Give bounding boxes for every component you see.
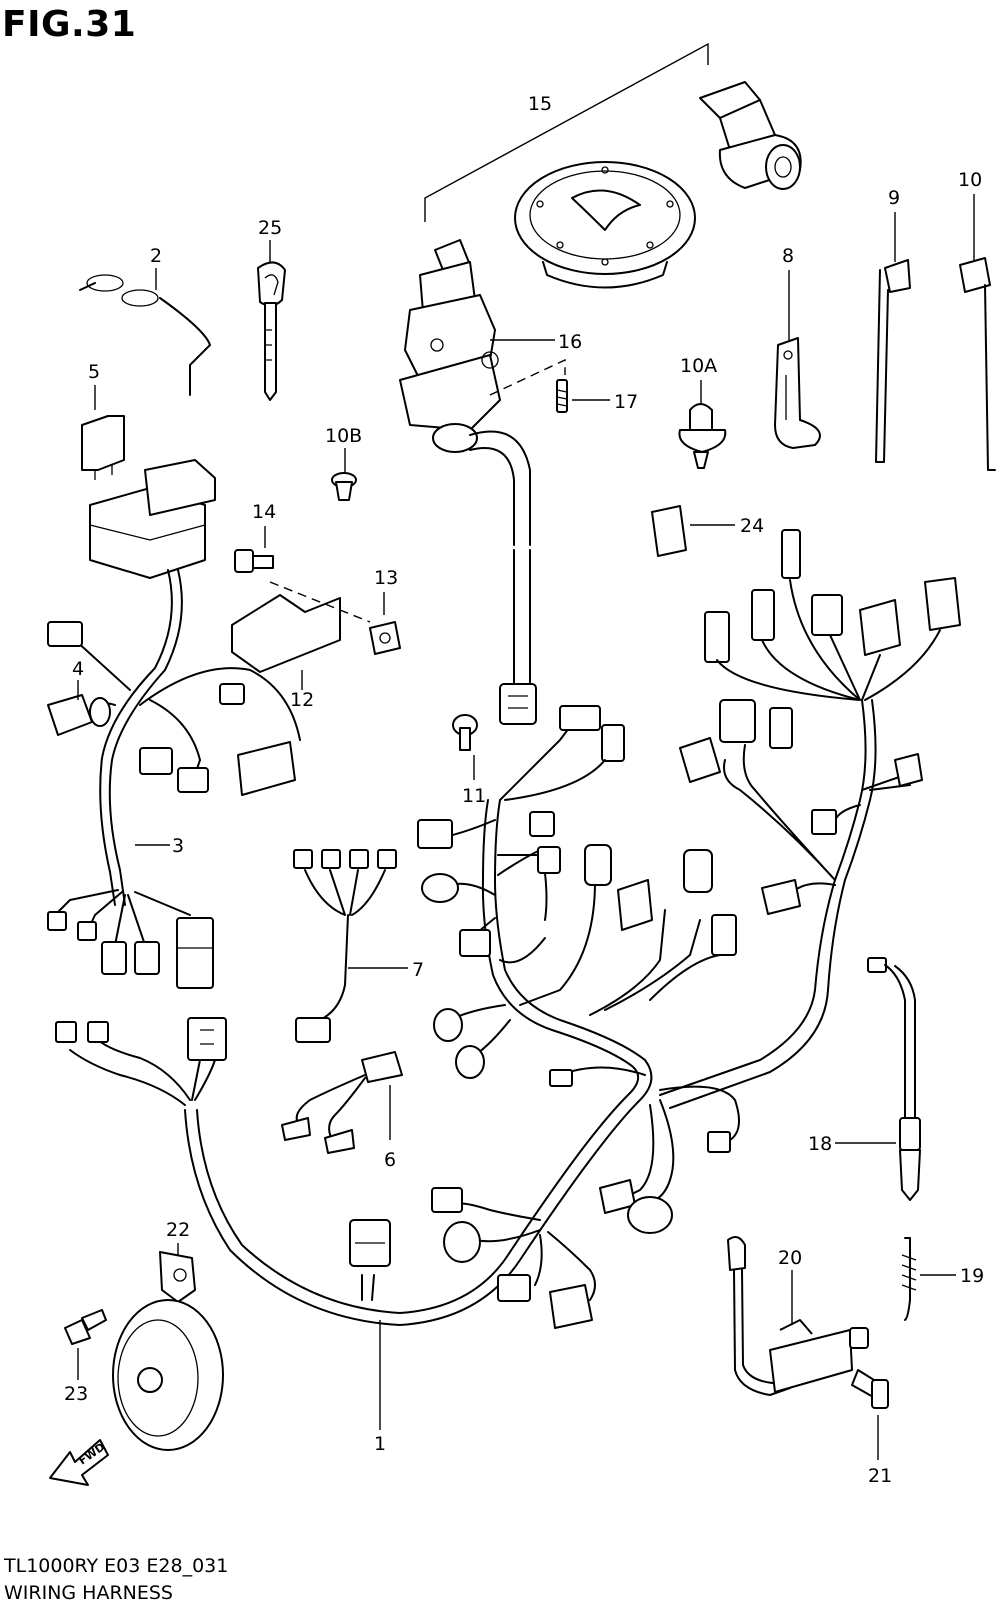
part-6-lead: 6 [281, 1051, 403, 1171]
part-15-lock-set: 15 [424, 42, 802, 289]
callout-20: 20 [778, 1247, 802, 1269]
callout-16: 16 [558, 331, 582, 353]
callout-15: 15 [528, 93, 552, 115]
part-3-sub-harness: 3 4 [47, 459, 301, 989]
part-10-cable-tie: 10 [958, 169, 996, 471]
callout-10a: 10A [680, 355, 717, 377]
model-code: TL1000RY E03 E28_031 [4, 1555, 229, 1577]
callout-7: 7 [412, 959, 424, 981]
part-23-bolt: 23 [64, 1309, 107, 1405]
callout-19: 19 [960, 1265, 984, 1287]
part-19-spring: 19 [901, 1237, 984, 1321]
fwd-arrow-icon: FWD [49, 1439, 109, 1486]
callout-23: 23 [64, 1383, 88, 1405]
part-13-nut: 13 [369, 567, 401, 655]
callout-9: 9 [888, 187, 900, 209]
part-5-fuse: 5 [81, 361, 125, 480]
callout-13: 13 [374, 567, 398, 589]
callout-6: 6 [384, 1149, 396, 1171]
callout-10: 10 [958, 169, 982, 191]
callout-8: 8 [782, 245, 794, 267]
part-10b-clamp: 10B [325, 425, 362, 501]
callout-17: 17 [614, 391, 638, 413]
callout-4: 4 [72, 658, 84, 680]
callout-24: 24 [740, 515, 764, 537]
part-16-ignition-switch: 16 [399, 239, 582, 725]
callout-2: 2 [150, 245, 162, 267]
callout-22: 22 [166, 1219, 190, 1241]
callout-21: 21 [868, 1465, 892, 1487]
callout-1: 1 [374, 1433, 386, 1455]
part-14-bolt: 14 [234, 501, 276, 573]
part-12-bracket: 12 [231, 581, 371, 711]
part-24-connector: 24 [651, 505, 764, 557]
callout-18: 18 [808, 1133, 832, 1155]
callout-5: 5 [88, 361, 100, 383]
part-18-sensor: 18 [808, 957, 921, 1201]
figure-title: FIG.31 [2, 4, 137, 45]
callout-10b: 10B [325, 425, 362, 447]
part-11-bolt: 11 [452, 714, 486, 807]
part-1-main-harness: 1 [55, 705, 740, 1455]
part-25-key: 25 [257, 217, 286, 401]
callout-14: 14 [252, 501, 276, 523]
section-name: WIRING HARNESS [4, 1582, 173, 1604]
callout-25: 25 [258, 217, 282, 239]
part-9-cable-tie: 9 [875, 187, 911, 463]
part-22-horn: 22 [112, 1219, 224, 1451]
part-8-bracket: 8 [774, 245, 821, 449]
callout-11: 11 [462, 785, 486, 807]
callout-3: 3 [172, 835, 184, 857]
right-sub-harness [659, 529, 961, 1109]
part-2-clip: 2 [79, 245, 211, 396]
part-10a-clamp: 10A [678, 355, 727, 469]
part-7-sub-harness: 7 [293, 849, 424, 1043]
part-20-switch: 20 [727, 1235, 869, 1396]
part-17-bolt: 17 [556, 379, 638, 413]
callout-12: 12 [290, 689, 314, 711]
part-21-bolt: 21 [851, 1369, 892, 1487]
